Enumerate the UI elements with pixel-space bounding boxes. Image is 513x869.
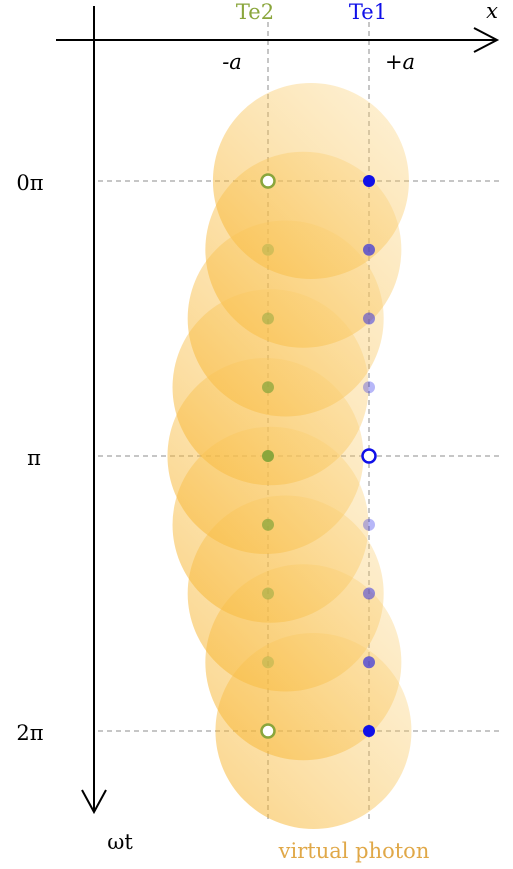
te2-dot (262, 381, 274, 394)
x-axis-label: x (486, 0, 498, 23)
te2-label: Te2 (236, 0, 274, 24)
minus-a-label: -a (222, 50, 242, 74)
te1-dot (363, 725, 375, 737)
te1-dot (363, 381, 375, 394)
te1-dot-open (361, 448, 377, 464)
site-dots (260, 173, 377, 739)
te2-dot (262, 312, 274, 325)
te1-dot (363, 656, 375, 669)
te1-dot (363, 312, 375, 325)
time-label-2pi: 2π (16, 721, 43, 745)
photon-cloud (215, 633, 412, 829)
te2-dot (262, 656, 274, 669)
virtual-photon-caption: virtual photon (278, 839, 430, 863)
te2-dot (262, 450, 274, 462)
time-axis-arrowhead (81, 789, 107, 815)
te2-dot (262, 518, 274, 531)
axes (56, 6, 500, 815)
plus-a-label: +a (385, 50, 415, 74)
x-axis-arrowhead (473, 27, 500, 53)
te1-dot (363, 175, 375, 187)
time-axis-label: ωt (107, 830, 133, 854)
te1-label: Te1 (349, 0, 387, 24)
te2-dot (262, 243, 274, 256)
te2-dot-open (260, 173, 276, 189)
te1-dot (363, 243, 375, 256)
te1-dot (363, 587, 375, 600)
te2-dot (262, 587, 274, 600)
time-label-0pi: 0π (16, 171, 43, 195)
te2-dot-open (260, 723, 276, 739)
time-label-pi: π (27, 446, 41, 470)
te1-dot (363, 518, 375, 531)
